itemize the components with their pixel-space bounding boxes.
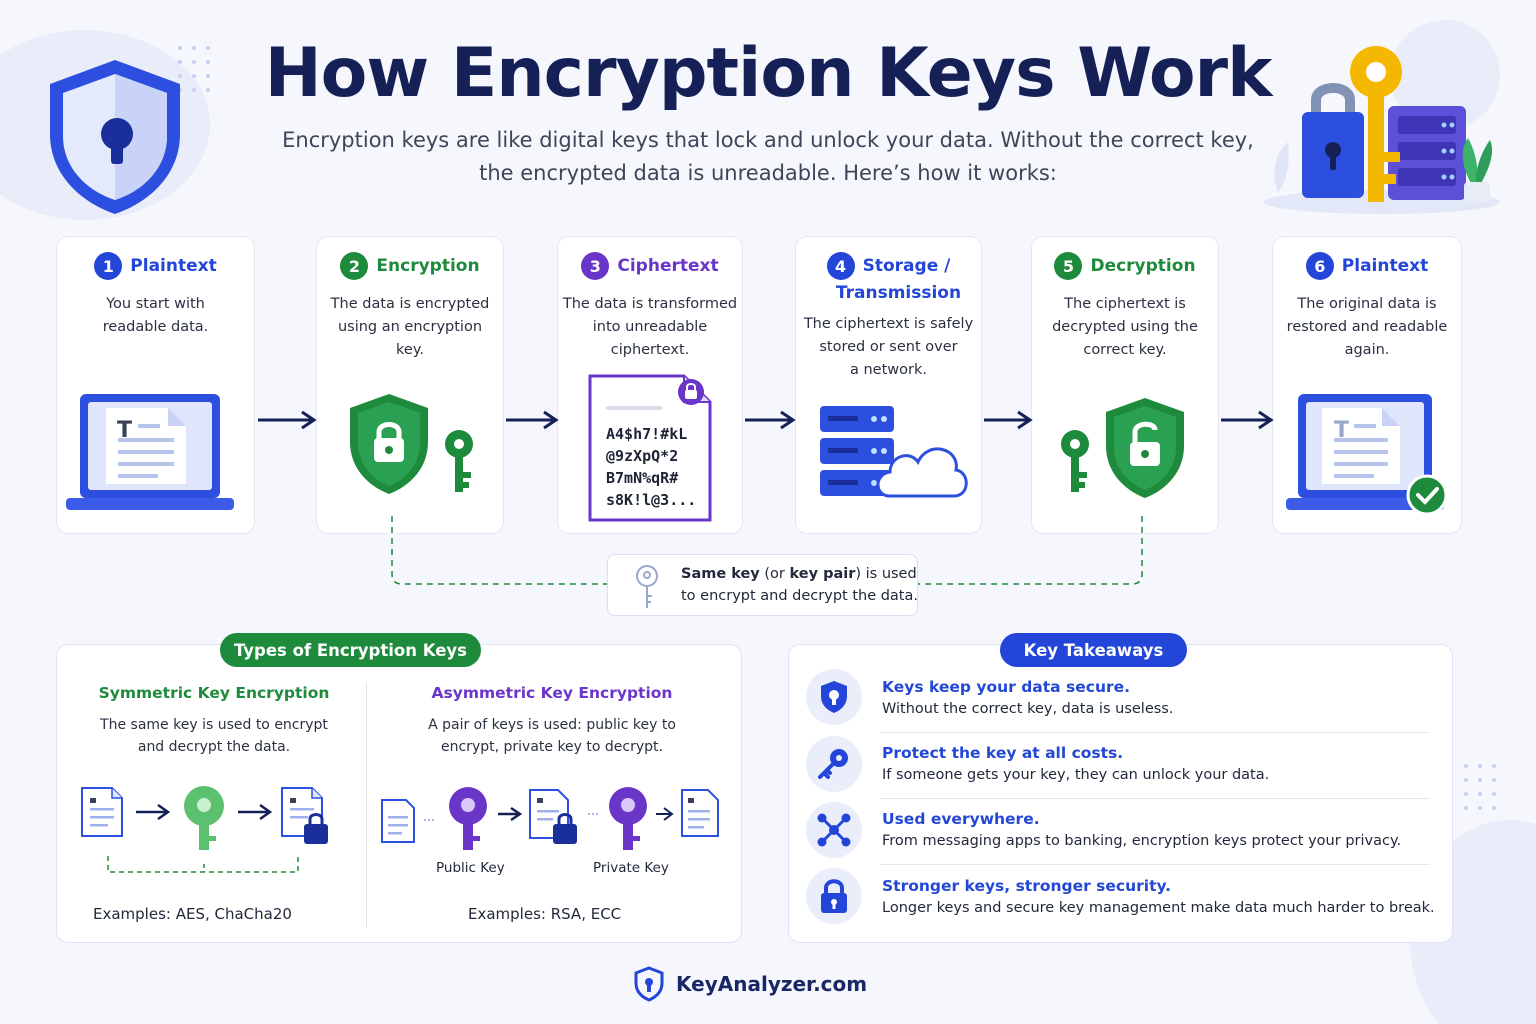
symmetric-title: Symmetric Key Encryption [98,684,330,702]
ciphertext-document-icon [588,374,712,522]
symmetric-diagram [81,786,328,873]
takeaway-title: Stronger keys, stronger security. [882,877,1172,895]
decor-dots [1464,764,1496,810]
takeaways-panel [788,644,1453,943]
symmetric-description: The same key is used to encrypt and decr… [100,717,328,755]
green-shield-unlock-icon [1106,398,1184,498]
document-letter: T [117,418,133,443]
takeaway-description: If someone gets your key, they can unloc… [882,767,1270,783]
step-title: Encryption [376,256,480,276]
document-letter: T [1334,418,1350,443]
network-icon [806,802,862,858]
takeaway-title: Keys keep your data secure. [882,678,1131,696]
symmetric-examples: Examples: AES, ChaCha20 [93,905,292,923]
step-header: 4 Storage / [795,252,982,280]
takeaway-title: Protect the key at all costs. [882,744,1124,762]
step-description: The ciphertext is safely stored or sent … [803,316,974,378]
key-icon [806,736,862,792]
asymmetric-diagram [381,787,719,850]
step-card-encryption [316,236,504,534]
step-header: 1 Plaintext [56,252,255,280]
key-outline-icon [636,565,658,608]
step-number: 6 [1305,252,1334,280]
step-description: You start with readable data. [102,296,209,335]
panel-divider [366,682,367,928]
takeaway-description: Without the correct key, data is useless… [882,701,1174,717]
step-header: 6 Plaintext [1272,252,1462,280]
arrow-right-icon [984,410,1033,430]
step-header: 2 Encryption [316,252,504,280]
page-subtitle: Encryption keys are like digital keys th… [282,128,1254,185]
step-description: The data is encrypted using an encryptio… [330,296,490,358]
takeaway-divider [880,864,1430,865]
takeaway-description: From messaging apps to banking, encrypti… [882,833,1402,849]
step-number: 2 [340,252,369,280]
step-number: 5 [1054,252,1083,280]
step-description: The ciphertext is decrypted using the co… [1052,296,1198,358]
step-description: The original data is restored and readab… [1286,296,1448,358]
lock-key-server-illustration [1264,46,1500,214]
asymmetric-description: A pair of keys is used: public key to en… [428,717,676,755]
same-key-note [607,554,918,616]
takeaways-pill: Key Takeaways [1000,633,1187,667]
arrow-right-icon [258,410,317,430]
same-key-note-text: Same key (or key pair) is used to encryp… [681,566,918,604]
green-key-icon [445,430,473,492]
private-key-label: Private Key [593,860,669,876]
ciphertext-content: A4$h7!#kL @9zXpQ*2 B7mN%qR# s8K!l@3... [606,425,697,509]
same-key-connector [391,516,1143,585]
asymmetric-examples: Examples: RSA, ECC [468,905,622,923]
page-title: How Encryption Keys Work [264,34,1273,113]
takeaway-description: Longer keys and secure key management ma… [882,900,1435,916]
step-number: 4 [826,252,855,280]
arrow-right-icon [506,410,559,430]
arrow-right-icon [1221,410,1274,430]
green-shield-lock-icon [350,394,428,494]
footer-brand: KeyAnalyzer.com [634,966,867,1002]
step-title: Storage / [862,256,951,276]
asymmetric-title: Asymmetric Key Encryption [431,684,673,702]
step-header: 5 Decryption [1031,252,1219,280]
arrow-right-icon [745,410,796,430]
public-key-label: Public Key [436,860,505,876]
step-number: 3 [581,252,610,280]
step-title: Ciphertext [617,256,719,276]
shield-icon [806,669,862,725]
lock-icon [806,868,862,924]
green-key-icon [1061,430,1089,492]
step-title: Plaintext [130,256,217,276]
types-pill: Types of Encryption Keys [220,633,481,667]
step-title-line2: Transmission [835,283,962,303]
brand-name[interactable]: KeyAnalyzer.com [676,972,868,996]
laptop-document-check-icon [1286,394,1448,516]
shield-illustration [50,60,180,214]
laptop-document-icon [66,394,234,510]
brand-shield-icon [634,966,664,1002]
step-description: The data is transformed into unreadable … [562,296,738,358]
step-title: Plaintext [1341,256,1429,276]
step-title: Decryption [1090,256,1196,276]
step-number: 1 [94,252,123,280]
step-header: 3 Ciphertext [557,252,743,280]
takeaway-divider [880,732,1430,733]
server-cloud-icon [820,406,968,498]
takeaway-divider [880,798,1430,799]
takeaway-title: Used everywhere. [882,810,1040,828]
